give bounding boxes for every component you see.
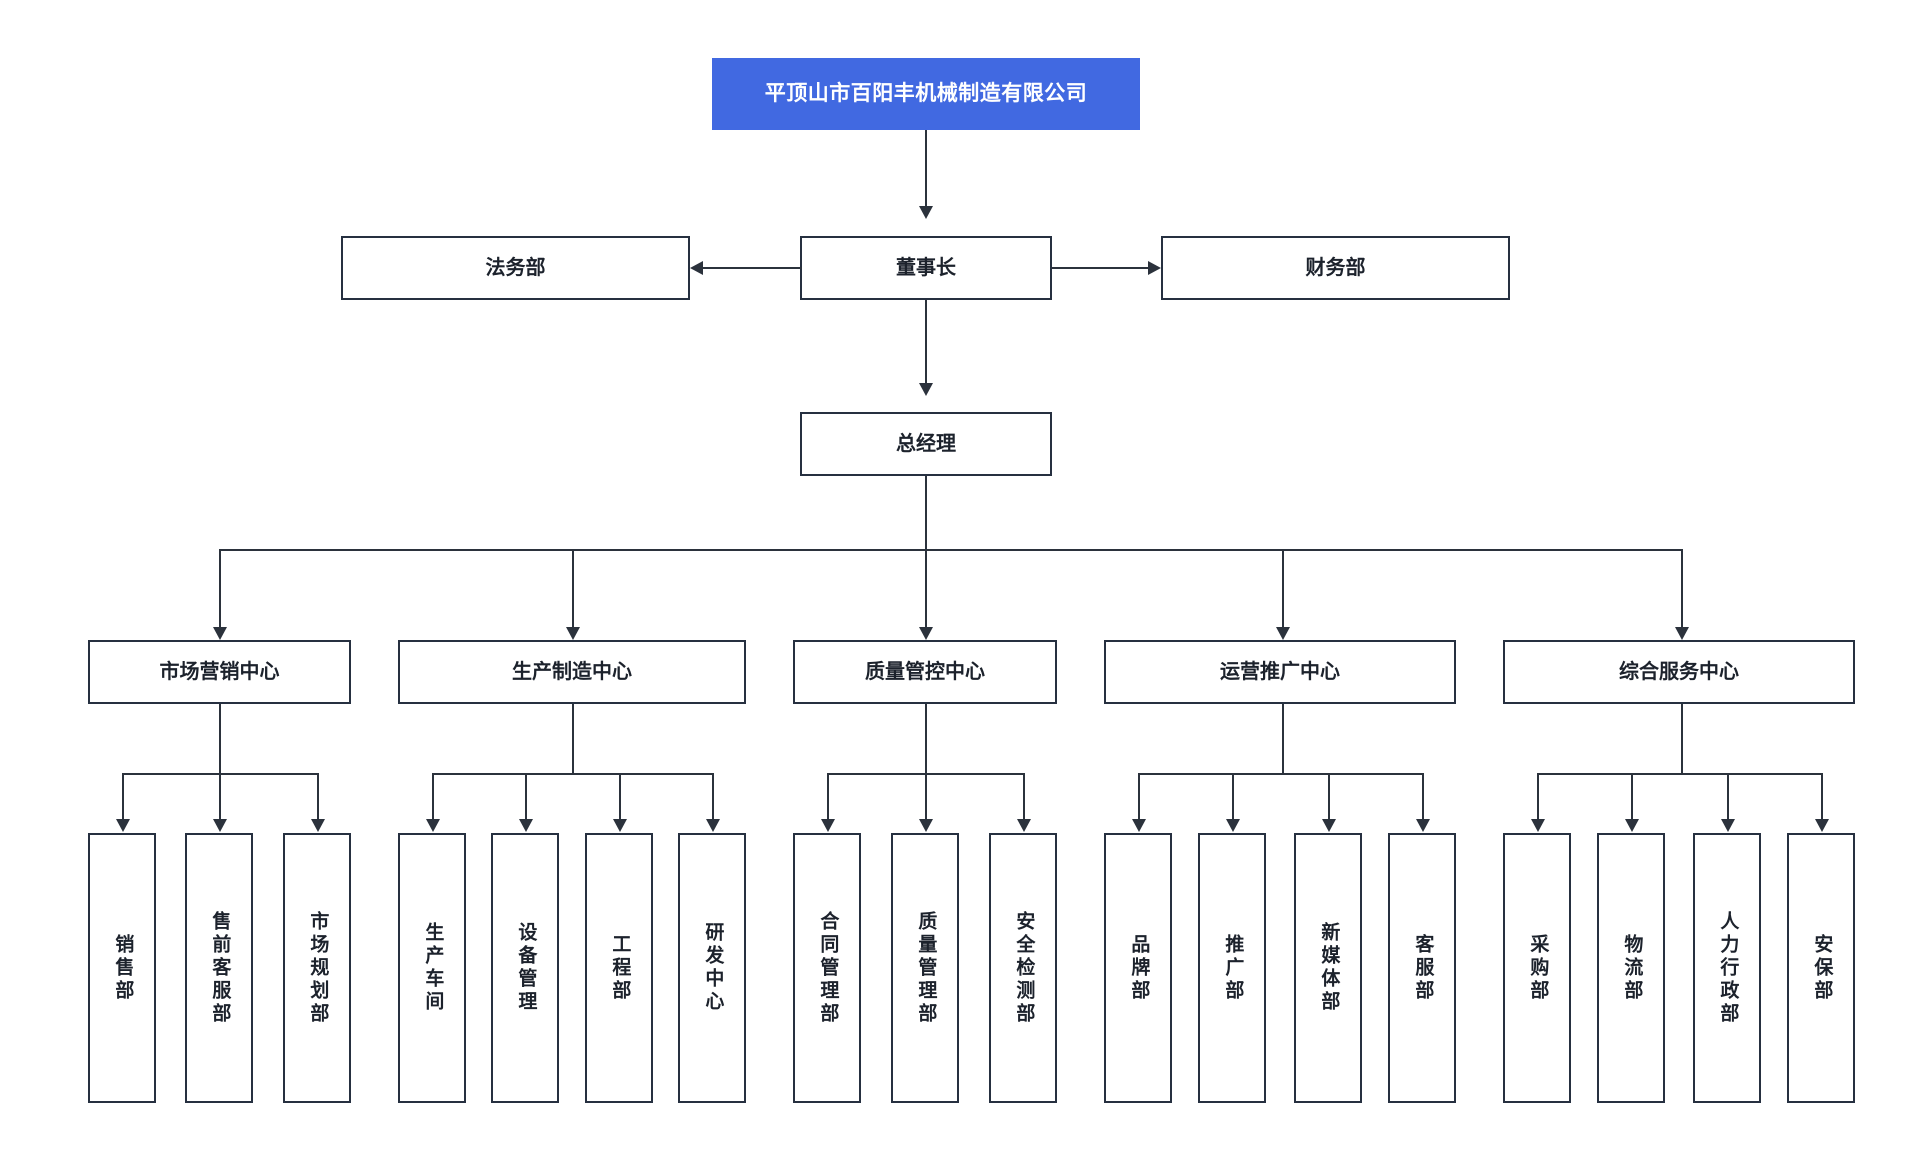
node-leaf-hr-administration[interactable]: 人力行政部 [1693, 833, 1761, 1103]
node-leaf-procurement[interactable]: 采购部 [1503, 833, 1571, 1103]
node-center-marketing[interactable]: 市场营销中心 [88, 640, 351, 704]
connector-bus-to-center-2 [572, 549, 574, 632]
arrowhead-chairman-to-legal [690, 261, 703, 275]
connector-operations-drop-1 [1138, 773, 1140, 824]
arrowhead-center-5 [1675, 627, 1689, 640]
arrowhead-marketing-child-3 [311, 819, 325, 832]
connector-quality-drop-1 [827, 773, 829, 824]
node-chairman[interactable]: 董事长 [800, 236, 1052, 300]
arrowhead-marketing-child-1 [116, 819, 130, 832]
connector-bus-to-center-1 [219, 549, 221, 632]
node-leaf-equipment-management[interactable]: 设备管理 [491, 833, 559, 1103]
connector-services-stem [1681, 704, 1683, 774]
connector-quality-drop-3 [1023, 773, 1025, 824]
node-leaf-safety-inspection[interactable]: 安全检测部 [989, 833, 1057, 1103]
connector-operations-bus [1138, 773, 1422, 775]
arrowhead-quality-child-1 [821, 819, 835, 832]
connector-quality-drop-2 [925, 773, 927, 824]
connector-operations-drop-4 [1422, 773, 1424, 824]
node-leaf-presales-service[interactable]: 售前客服部 [185, 833, 253, 1103]
connector-manufacturing-drop-2 [525, 773, 527, 824]
arrowhead-services-child-2 [1625, 819, 1639, 832]
arrowhead-quality-child-2 [919, 819, 933, 832]
node-leaf-engineering[interactable]: 工程部 [585, 833, 653, 1103]
node-center-manufacturing[interactable]: 生产制造中心 [398, 640, 746, 704]
connector-services-drop-4 [1821, 773, 1823, 824]
connector-operations-drop-3 [1328, 773, 1330, 824]
node-company-root[interactable]: 平顶山市百阳丰机械制造有限公司 [712, 58, 1140, 130]
node-leaf-contract-management[interactable]: 合同管理部 [793, 833, 861, 1103]
node-center-quality[interactable]: 质量管控中心 [793, 640, 1057, 704]
connector-marketing-drop-2 [219, 773, 221, 824]
connector-services-drop-1 [1537, 773, 1539, 824]
connector-bus-to-center-4 [1282, 549, 1284, 632]
arrowhead-chairman-to-finance [1148, 261, 1161, 275]
connector-root-to-chairman [925, 130, 927, 212]
connector-services-bus [1537, 773, 1821, 775]
node-leaf-sales[interactable]: 销售部 [88, 833, 156, 1103]
connector-manufacturing-drop-3 [619, 773, 621, 824]
arrowhead-center-1 [213, 627, 227, 640]
arrowhead-operations-child-1 [1132, 819, 1146, 832]
arrowhead-operations-child-2 [1226, 819, 1240, 832]
connector-gm-to-bus [925, 476, 927, 550]
connector-manufacturing-drop-1 [432, 773, 434, 824]
connector-marketing-drop-3 [317, 773, 319, 824]
node-leaf-new-media[interactable]: 新媒体部 [1294, 833, 1362, 1103]
connector-quality-stem [925, 704, 927, 774]
connector-manufacturing-drop-4 [712, 773, 714, 824]
arrowhead-chairman-to-gm [919, 383, 933, 396]
arrowhead-root-to-chairman [919, 206, 933, 219]
connector-manufacturing-stem [572, 704, 574, 774]
connector-services-drop-2 [1631, 773, 1633, 824]
connector-marketing-stem [219, 704, 221, 774]
arrowhead-manufacturing-child-2 [519, 819, 533, 832]
node-finance-department[interactable]: 财务部 [1161, 236, 1510, 300]
connector-chairman-to-finance [1052, 267, 1148, 269]
arrowhead-services-child-3 [1721, 819, 1735, 832]
node-leaf-promotion[interactable]: 推广部 [1198, 833, 1266, 1103]
arrowhead-services-child-1 [1531, 819, 1545, 832]
node-leaf-rnd-center[interactable]: 研发中心 [678, 833, 746, 1103]
node-leaf-brand[interactable]: 品牌部 [1104, 833, 1172, 1103]
connector-bus-horizontal [219, 549, 1682, 551]
arrowhead-manufacturing-child-3 [613, 819, 627, 832]
node-leaf-production-workshop[interactable]: 生产车间 [398, 833, 466, 1103]
arrowhead-center-3 [919, 627, 933, 640]
connector-operations-stem [1282, 704, 1284, 774]
node-leaf-logistics[interactable]: 物流部 [1597, 833, 1665, 1103]
arrowhead-quality-child-3 [1017, 819, 1031, 832]
connector-bus-to-center-5 [1681, 549, 1683, 632]
connector-chairman-to-legal [703, 267, 802, 269]
connector-services-drop-3 [1727, 773, 1729, 824]
arrowhead-manufacturing-child-4 [706, 819, 720, 832]
connector-chairman-to-gm [925, 300, 927, 387]
arrowhead-center-2 [566, 627, 580, 640]
arrowhead-marketing-child-2 [213, 819, 227, 832]
arrowhead-manufacturing-child-1 [426, 819, 440, 832]
node-leaf-security[interactable]: 安保部 [1787, 833, 1855, 1103]
node-center-operations[interactable]: 运营推广中心 [1104, 640, 1456, 704]
node-legal-department[interactable]: 法务部 [341, 236, 690, 300]
connector-marketing-drop-1 [122, 773, 124, 824]
connector-bus-to-center-3 [925, 549, 927, 632]
arrowhead-operations-child-3 [1322, 819, 1336, 832]
connector-manufacturing-bus [432, 773, 712, 775]
node-leaf-customer-service[interactable]: 客服部 [1388, 833, 1456, 1103]
node-center-general-services[interactable]: 综合服务中心 [1503, 640, 1855, 704]
connector-operations-drop-2 [1232, 773, 1234, 824]
node-leaf-market-planning[interactable]: 市场规划部 [283, 833, 351, 1103]
node-leaf-quality-management[interactable]: 质量管理部 [891, 833, 959, 1103]
node-general-manager[interactable]: 总经理 [800, 412, 1052, 476]
arrowhead-center-4 [1276, 627, 1290, 640]
arrowhead-operations-child-4 [1416, 819, 1430, 832]
arrowhead-services-child-4 [1815, 819, 1829, 832]
